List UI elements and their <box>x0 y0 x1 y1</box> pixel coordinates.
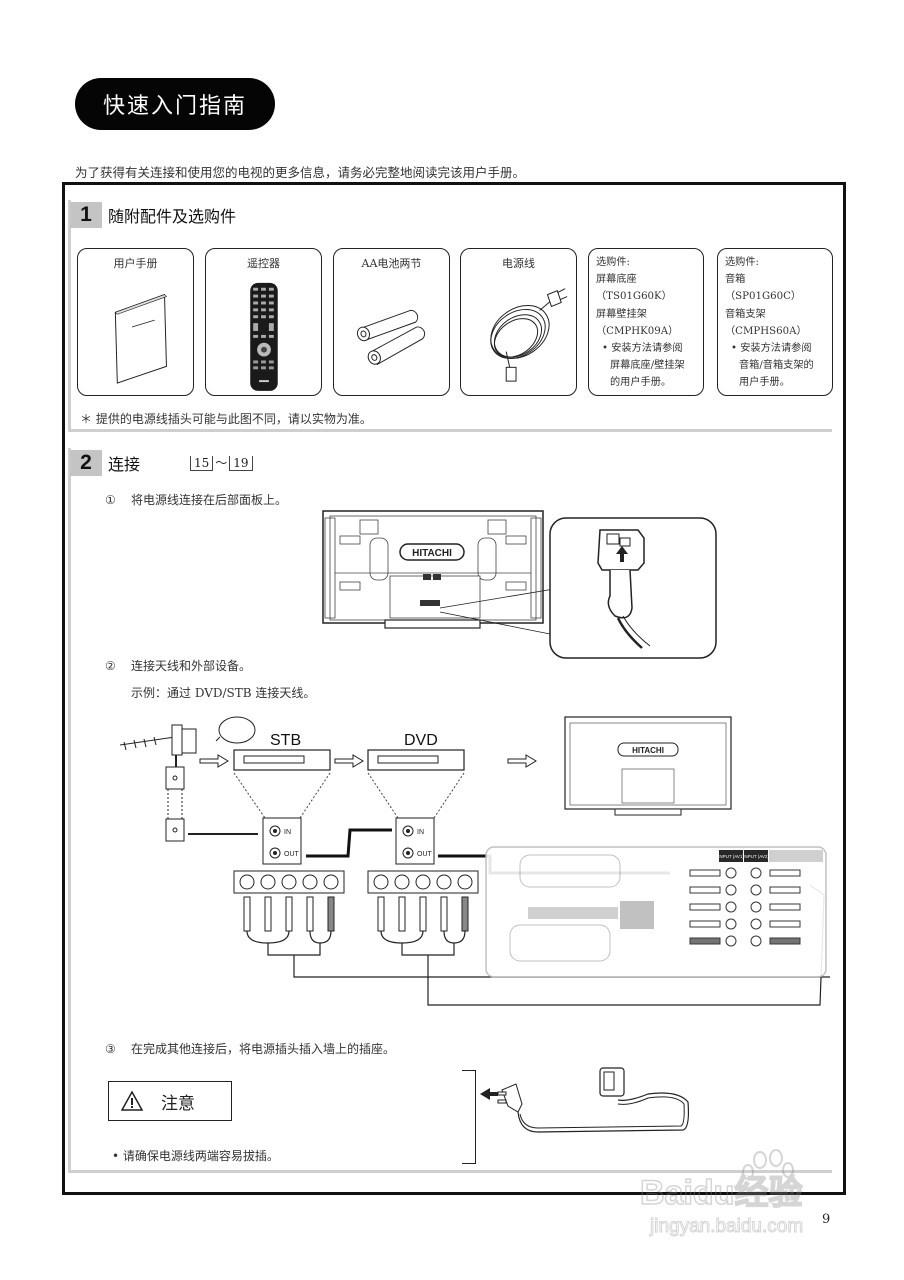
step-number: ① <box>105 493 116 507</box>
port-in-label: IN <box>284 829 291 836</box>
power-cord-icon <box>490 288 568 382</box>
arrow-icon <box>334 754 364 768</box>
stb-label: STB <box>270 732 301 749</box>
tv-brand-label: HITACHI <box>412 548 452 559</box>
section2-number: 2 <box>70 450 102 476</box>
arrow-icon <box>507 754 537 768</box>
power-plug-illustration <box>480 1067 690 1133</box>
optional-note: 的用户手册。 <box>610 377 672 389</box>
av2-label: INPUT (AV2) <box>743 854 769 859</box>
optional-note: • 安装方法请参阅 <box>731 343 812 355</box>
page-ref-end[interactable]: 19 <box>229 456 253 471</box>
stb-av-jacks <box>233 870 345 894</box>
optional-item: 音箱 <box>725 274 746 286</box>
optional-model: （SP01G60C） <box>725 291 802 303</box>
optional-item: 音箱支架 <box>725 308 766 320</box>
optional-note: 屏幕底座/壁挂架 <box>610 360 685 372</box>
bracket <box>462 1070 476 1164</box>
arrow-icon <box>199 754 229 768</box>
step-3: ③ 在完成其他连接后，将电源插头插入墙上的插座。 <box>105 1040 395 1057</box>
tv-rear-panel-diagram: HITACHI <box>322 510 717 659</box>
warning-icon <box>121 1091 143 1111</box>
page-ref-start[interactable]: 15 <box>190 456 214 471</box>
content-frame <box>62 182 846 1195</box>
page-number: 9 <box>822 1212 831 1227</box>
port-out-label: OUT <box>284 851 300 858</box>
step-text: 连接天线和外部设备。 <box>131 659 252 673</box>
dvd-av-jacks <box>367 870 479 894</box>
watermark-brand: Baidu经验 <box>640 1173 802 1212</box>
page-references: 15 ～ 19 <box>190 454 253 471</box>
watermark: Baidu经验 jingyan.baidu.com <box>639 1148 860 1242</box>
optional-item: 屏幕壁挂架 <box>596 308 647 320</box>
caution-title: 注意 <box>161 1093 195 1114</box>
tv-input-panel: INPUT (AV1) INPUT (AV2) <box>485 846 827 978</box>
accessory-label: AA电池两节 <box>361 257 422 270</box>
remote-control-icon <box>250 282 278 391</box>
optional-heading: 选购件: <box>725 257 759 268</box>
port-out-label: OUT <box>417 851 433 858</box>
optional-model: （CMPHK09A） <box>596 325 679 337</box>
optional-card-speaker: 选购件: 音箱 （SP01G60C） 音箱支架 （CMPHS60A） • 安装方… <box>717 248 833 396</box>
antenna-icon <box>119 724 197 842</box>
optional-note: 音箱/音箱支架的 <box>739 360 814 372</box>
section1-title: 随附配件及选购件 <box>108 207 237 226</box>
step-text: 将电源线连接在后部面板上。 <box>131 493 288 507</box>
step-number: ② <box>105 659 116 673</box>
tv-brand-label: HITACHI <box>632 746 664 755</box>
accessory-card-manual: 用户手册 <box>77 248 194 396</box>
accessory-label: 电源线 <box>502 257 535 270</box>
optional-note: • 安装方法请参阅 <box>602 343 683 355</box>
optional-model: （CMPHS60A） <box>725 325 807 337</box>
step-number: ③ <box>105 1042 116 1056</box>
page-title: 快速入门指南 <box>75 78 275 130</box>
caution-note: • 请确保电源线两端容易拔插。 <box>112 1149 279 1163</box>
intro-text: 为了获得有关连接和使用您的电视的更多信息，请务必完整地阅读完该用户手册。 <box>75 165 526 180</box>
accessory-label: 遥控器 <box>247 257 280 270</box>
section2-header: 2 连接 <box>70 450 140 476</box>
optional-heading: 选购件: <box>596 257 630 268</box>
optional-model: （TS01G60K） <box>596 291 672 303</box>
step-2: ② 连接天线和外部设备。 <box>105 657 251 674</box>
battery-icon <box>356 309 426 366</box>
optional-note: 用户手册。 <box>739 377 790 389</box>
power-plug-note: ＊ 提供的电源线插头可能与此图不同，请以实物为准。 <box>80 412 372 426</box>
caution-box: 注意 <box>108 1081 232 1121</box>
section2-box <box>68 448 832 1173</box>
av1-label: INPUT (AV1) <box>718 854 744 859</box>
accessory-card-power-cord: 电源线 <box>460 248 577 396</box>
manual-icon <box>114 293 167 384</box>
step-2-example: 示例：通过 DVD/STB 连接天线。 <box>131 684 315 701</box>
step-text: 在完成其他连接后，将电源插头插入墙上的插座。 <box>131 1042 396 1056</box>
tv-rear-small: HITACHI <box>564 716 732 816</box>
step-1: ① 将电源线连接在后部面板上。 <box>105 491 287 508</box>
section1-box <box>68 200 832 432</box>
section1-header: 1 随附配件及选购件 <box>70 202 236 228</box>
accessory-label: 用户手册 <box>113 257 158 270</box>
watermark-url: jingyan.baidu.com <box>649 1216 803 1237</box>
section1-number: 1 <box>70 202 102 228</box>
dvd-label: DVD <box>404 732 438 749</box>
step-subtext: 示例：通过 DVD/STB 连接天线。 <box>131 686 316 700</box>
optional-item: 屏幕底座 <box>596 274 637 286</box>
optional-card-stand: 选购件: 屏幕底座 （TS01G60K） 屏幕壁挂架 （CMPHK09A） • … <box>588 248 704 396</box>
page-ref-separator: ～ <box>215 456 228 470</box>
port-in-label: IN <box>417 829 424 836</box>
accessory-card-batteries: AA电池两节 <box>333 248 450 396</box>
section2-title: 连接 <box>108 455 141 474</box>
accessory-card-remote: 遥控器 <box>205 248 322 396</box>
connection-diagram: STB IN OUT DVD IN OUT HITACHI <box>119 716 830 1006</box>
